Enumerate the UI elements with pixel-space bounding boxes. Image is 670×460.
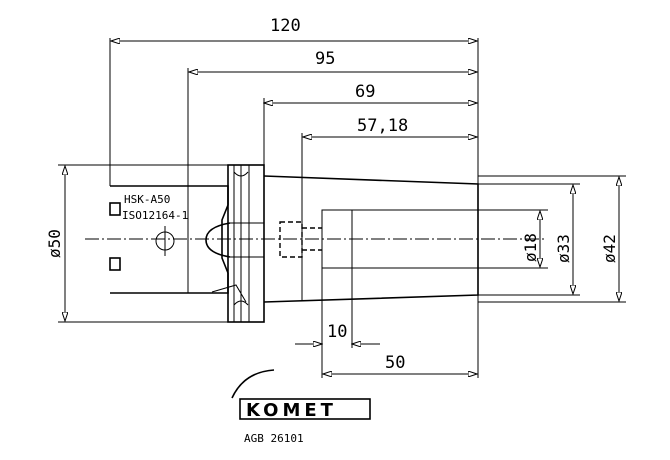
- tool-body: [263, 175, 479, 303]
- dim-label-120: 120: [270, 16, 301, 36]
- standard-label: ISO12164-1: [122, 209, 188, 222]
- dim-label-diameter-18: ø18: [521, 233, 540, 262]
- komet-logo-text: KOMET: [246, 400, 337, 421]
- dim-diameter-42: ø42: [478, 175, 626, 303]
- dim-label-10: 10: [327, 322, 347, 342]
- hsk-shank: [109, 164, 265, 323]
- dim-label-diameter-42: ø42: [600, 234, 619, 263]
- dim-57-18: 57,18: [301, 116, 477, 300]
- dim-label-95: 95: [315, 49, 335, 69]
- dim-label-diameter-50: ø50: [45, 229, 64, 258]
- interface-type-label: HSK-A50: [124, 193, 170, 206]
- komet-logo: KOMET: [231, 369, 371, 421]
- dim-50: 50: [323, 295, 479, 378]
- dim-label-57-18: 57,18: [357, 116, 408, 136]
- dim-95: 95: [187, 49, 479, 293]
- dim-label-69: 69: [355, 82, 375, 102]
- dim-diameter-33: ø33: [478, 183, 580, 296]
- dim-label-50: 50: [385, 353, 405, 373]
- dim-diameter-50: ø50: [45, 164, 228, 323]
- dim-120: 120: [109, 16, 479, 186]
- article-number: AGB 26101: [244, 432, 304, 445]
- dim-69: 69: [264, 82, 477, 165]
- dim-10: 10: [295, 268, 380, 378]
- dim-label-diameter-33: ø33: [554, 234, 573, 263]
- dim-diameter-18: ø18: [478, 209, 548, 269]
